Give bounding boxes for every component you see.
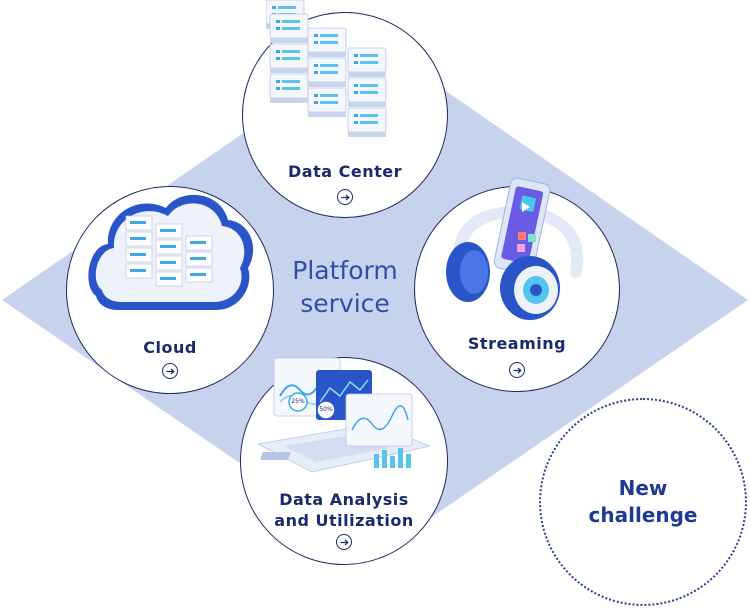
platform-service-title: Platform service xyxy=(245,254,445,320)
new-challenge-circle: New challenge xyxy=(539,398,747,606)
data-center-arrow-button[interactable] xyxy=(337,189,353,205)
arrow-right-icon xyxy=(340,539,349,545)
streaming-label: Streaming xyxy=(467,334,567,353)
gauge-value-2: 50% xyxy=(319,406,333,413)
cloud-server-icon xyxy=(88,194,254,310)
gauge-value-1: 25% xyxy=(291,398,305,405)
arrow-right-icon xyxy=(166,368,175,374)
cloud-arrow-button[interactable] xyxy=(162,363,178,379)
arrow-right-icon xyxy=(341,194,350,200)
center-title-line1: Platform xyxy=(292,256,398,285)
new-challenge-line1: New xyxy=(618,476,668,500)
center-title-line2: service xyxy=(300,289,390,318)
streaming-arrow-button[interactable] xyxy=(509,362,525,378)
new-challenge-line2: challenge xyxy=(588,503,698,527)
server-rack-icon xyxy=(266,0,387,138)
cloud-label: Cloud xyxy=(143,338,197,357)
arrow-right-icon xyxy=(513,367,522,373)
data-analysis-label-line1: Data Analysis xyxy=(279,490,409,509)
data-analysis-arrow-button[interactable] xyxy=(336,534,352,550)
laptop-dashboard-graphic xyxy=(256,357,432,473)
data-analysis-label-line2: and Utilization xyxy=(274,511,414,530)
headphones-phone-icon xyxy=(446,177,584,320)
data-center-label: Data Center xyxy=(288,162,402,181)
